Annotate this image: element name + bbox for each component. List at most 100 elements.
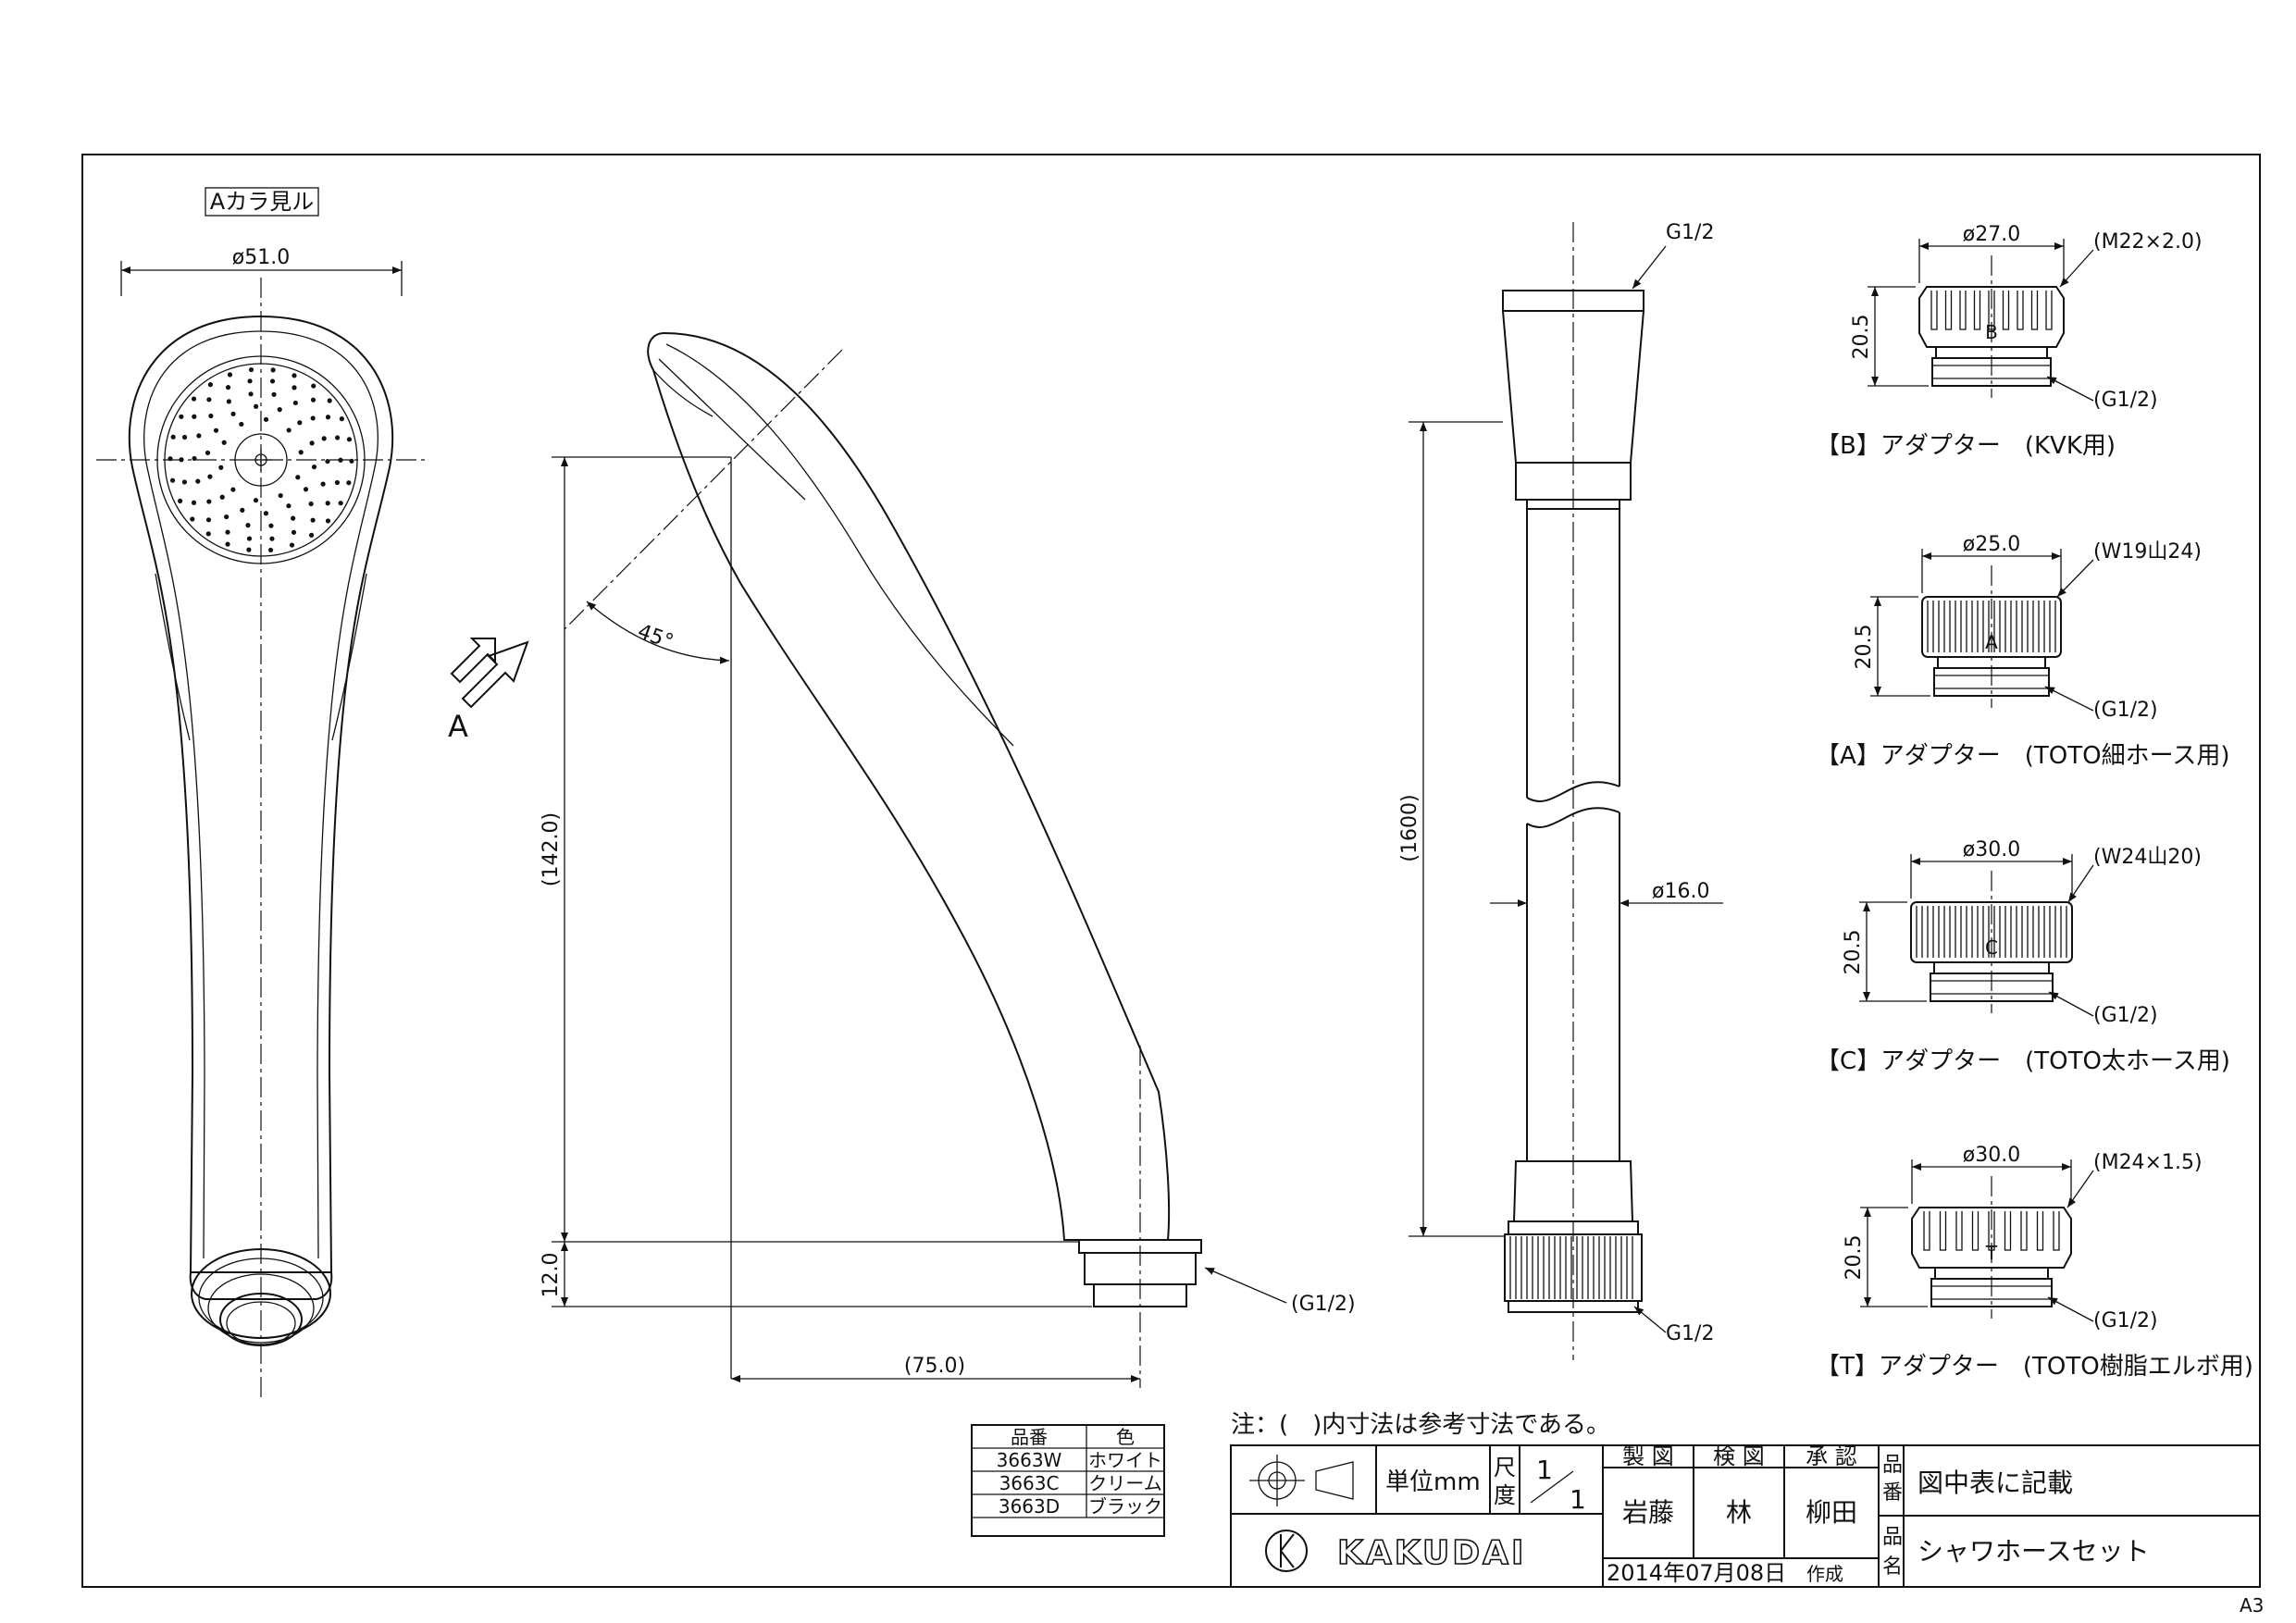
side-view: (G1/2) (142.0) 12.0 45° (75.0)	[540, 331, 1356, 1388]
approved-by: 柳田	[1806, 1497, 1857, 1528]
nozzle-hole	[245, 523, 251, 528]
nozzle-hole	[325, 458, 330, 465]
nozzle-hole	[170, 434, 176, 440]
nozzle-hole	[221, 440, 227, 445]
nozzle-hole	[292, 385, 297, 390]
nozzle-hole	[321, 436, 327, 441]
nozzle-hole	[239, 421, 244, 427]
nozzle-hole	[278, 492, 283, 499]
scale-numerator: 1	[1536, 1455, 1553, 1485]
adapter-dia-dim: ø30.0	[1963, 1144, 2020, 1167]
nozzle-hole	[286, 503, 292, 509]
nozzle-hole	[225, 541, 230, 547]
nozzle-hole	[254, 403, 259, 409]
name-label-1: 品	[1882, 1526, 1903, 1549]
hose-view: G1/2 G1/2 (1600) ø16.0	[1398, 221, 1723, 1360]
sheet-size: A3	[2240, 1594, 2264, 1617]
checked-by: 林	[1726, 1497, 1752, 1528]
company-logo: KAKUDAI	[1265, 1530, 1526, 1573]
nozzle-hole	[206, 499, 212, 504]
nozzle-hole	[311, 464, 317, 470]
nozzle-hole	[269, 536, 275, 541]
nozzle-hole	[349, 458, 354, 464]
nozzle-hole	[289, 542, 295, 548]
nozzle-hole	[268, 523, 274, 528]
nozzle-hole	[267, 547, 274, 553]
created-suffix: 作成	[1806, 1563, 1843, 1585]
neck-dim: 12.0	[540, 1253, 563, 1298]
nozzle-hole	[291, 529, 297, 535]
nozzle-hole	[230, 487, 236, 492]
inlet-dim: (G1/2)	[1291, 1293, 1356, 1316]
part-number: 図中表に記載	[1917, 1468, 2073, 1498]
nozzle-hole	[311, 383, 316, 389]
approved-label: 承 認	[1806, 1443, 1857, 1469]
adapter-inlet-dim: (G1/2)	[2093, 1004, 2158, 1027]
adapter-dia-dim: ø25.0	[1963, 533, 2020, 556]
nozzle-hole	[226, 399, 231, 404]
nozzle-hole	[286, 427, 292, 433]
nozzle-hole	[334, 479, 341, 486]
company-name: KAKUDAI	[1337, 1534, 1526, 1572]
scale-label-2: 度	[1494, 1482, 1516, 1508]
nozzle-hole	[263, 511, 268, 516]
color-table: 品番 色 3663W ホワイト 3663C クリーム 3663D ブラック	[971, 1424, 1165, 1537]
table-row: ホワイト	[1088, 1449, 1162, 1471]
adapter-mark: C	[1985, 936, 1998, 959]
nozzle-hole	[325, 518, 331, 524]
nozzle-hole	[325, 415, 331, 420]
table-row: 3663C	[999, 1472, 1060, 1494]
nozzle-hole	[225, 385, 231, 390]
table-row: 3663W	[997, 1449, 1062, 1471]
nozzle-hole	[263, 416, 269, 422]
part-no-label-1: 品	[1882, 1454, 1903, 1477]
nozzle-hole	[320, 481, 326, 487]
adapter-mark: B	[1985, 321, 1998, 343]
adapter-thread-dim: (W24山20)	[2093, 846, 2202, 869]
view-direction-arrow: A	[448, 638, 529, 744]
nozzle-hole	[169, 477, 176, 483]
nozzle-hole	[178, 498, 183, 503]
nozzle-hole	[346, 437, 353, 442]
nozzle-hole	[230, 411, 236, 416]
nozzle-hole	[253, 498, 259, 503]
nozzle-hole	[179, 414, 184, 419]
checked-label: 検 図	[1713, 1443, 1765, 1469]
nozzle-hole	[192, 455, 197, 462]
nozzle-hole	[205, 531, 211, 537]
nozzle-hole	[295, 475, 301, 480]
nozzle-hole	[247, 378, 253, 384]
nozzle-hole	[181, 479, 188, 485]
adapter-inlet-dim: (G1/2)	[2093, 1309, 2158, 1332]
nozzle-hole	[270, 367, 276, 373]
nozzle-hole	[310, 415, 316, 421]
nozzle-hole	[219, 494, 225, 500]
nozzle-hole	[291, 515, 296, 521]
part-no-label-2: 番	[1882, 1481, 1903, 1505]
sheet-frame	[81, 154, 2261, 1588]
nozzle-hole	[298, 450, 304, 455]
table-header-part: 品番	[1011, 1426, 1048, 1448]
adapter-dia-dim: ø27.0	[1963, 223, 2020, 246]
nozzle-hole	[269, 378, 276, 384]
nozzle-hole	[207, 382, 214, 388]
nozzle-hole	[192, 414, 197, 419]
adapter-mark: T	[1985, 1242, 1998, 1264]
adapter-height-dim: 20.5	[1842, 930, 1865, 975]
nozzle-hole	[292, 400, 298, 406]
nozzle-hole	[271, 391, 277, 397]
nozzle-hole	[181, 434, 188, 440]
nozzle-hole	[339, 416, 344, 422]
reach-dim: (75.0)	[904, 1355, 965, 1378]
height-dim: (142.0)	[540, 812, 563, 886]
table-row: ブラック	[1088, 1495, 1162, 1518]
view-label-box	[205, 187, 319, 217]
angle-dim: 45°	[635, 620, 676, 654]
adapter-inlet-dim: (G1/2)	[2093, 699, 2158, 722]
table-header-color: 色	[1116, 1426, 1135, 1448]
nozzle-hole	[325, 501, 330, 506]
nozzle-hole	[227, 372, 233, 378]
